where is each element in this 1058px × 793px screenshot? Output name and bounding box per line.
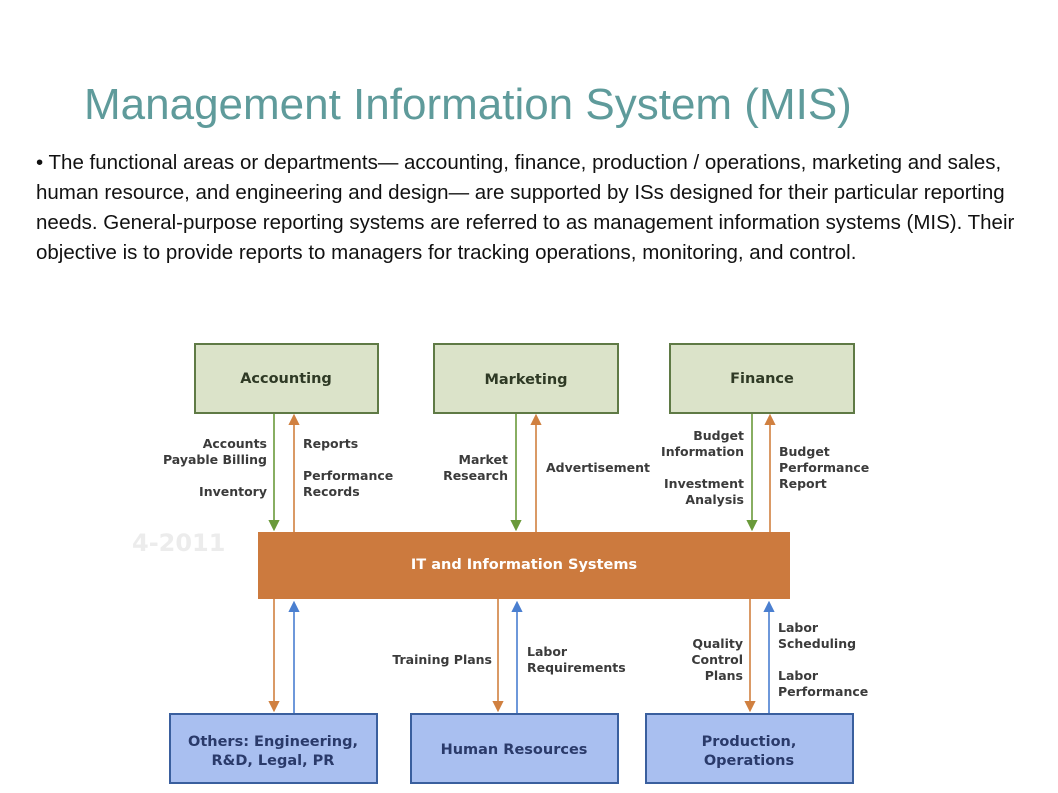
label-control: Control [691,652,743,667]
it-systems-label: IT and Information Systems [411,557,637,573]
watermark-text: 4-2011 [132,529,225,557]
production-label-line2: Operations [704,753,794,769]
accounting-label: Accounting [240,371,332,387]
label-quality: Quality [692,636,743,651]
label-training-plans: Training Plans [392,652,492,667]
finance-label: Finance [730,371,794,387]
others-label-line1: Others: Engineering, [188,734,358,750]
finance-box: Finance [669,343,855,414]
label-budget-out: Budget [779,444,830,459]
label-scheduling: Scheduling [778,636,856,651]
label-labor-2: Labor [778,668,819,683]
label-inventory: Inventory [199,484,267,499]
accounting-box: Accounting [194,343,379,414]
label-labor-1: Labor [778,620,819,635]
production-box: Production, Operations [645,713,854,784]
label-requirements: Requirements [527,660,626,675]
label-report: Report [779,476,827,491]
label-labor: Labor [527,644,568,659]
label-performance-prod: Performance [778,684,868,699]
label-analysis: Analysis [685,492,744,507]
label-plans: Plans [705,668,743,683]
label-research: Research [443,468,508,483]
others-box: Others: Engineering, R&D, Legal, PR [169,713,378,784]
bullet-symbol: • [36,151,44,174]
label-advertisement: Advertisement [546,460,650,475]
label-accounts: Accounts [203,436,267,451]
label-payable-billing: Payable Billing [163,452,267,467]
label-performance: Performance [303,468,393,483]
label-investment: Investment [664,476,744,491]
label-information: Information [661,444,744,459]
others-label-line2: R&D, Legal, PR [212,753,335,769]
label-reports: Reports [303,436,358,451]
label-records: Records [303,484,360,499]
hr-label: Human Resources [441,742,588,758]
hr-box: Human Resources [410,713,619,784]
marketing-label: Marketing [484,372,567,388]
bullet-paragraph: • The functional areas or departments— a… [36,148,1036,268]
label-market: Market [459,452,508,467]
page-title: Management Information System (MIS) [84,80,852,129]
marketing-box: Marketing [433,343,619,414]
label-performance-out: Performance [779,460,869,475]
bullet-text: The functional areas or departments— acc… [36,151,1015,264]
label-budget: Budget [693,428,744,443]
it-systems-box: IT and Information Systems [258,532,790,599]
production-label-line1: Production, [702,734,797,750]
